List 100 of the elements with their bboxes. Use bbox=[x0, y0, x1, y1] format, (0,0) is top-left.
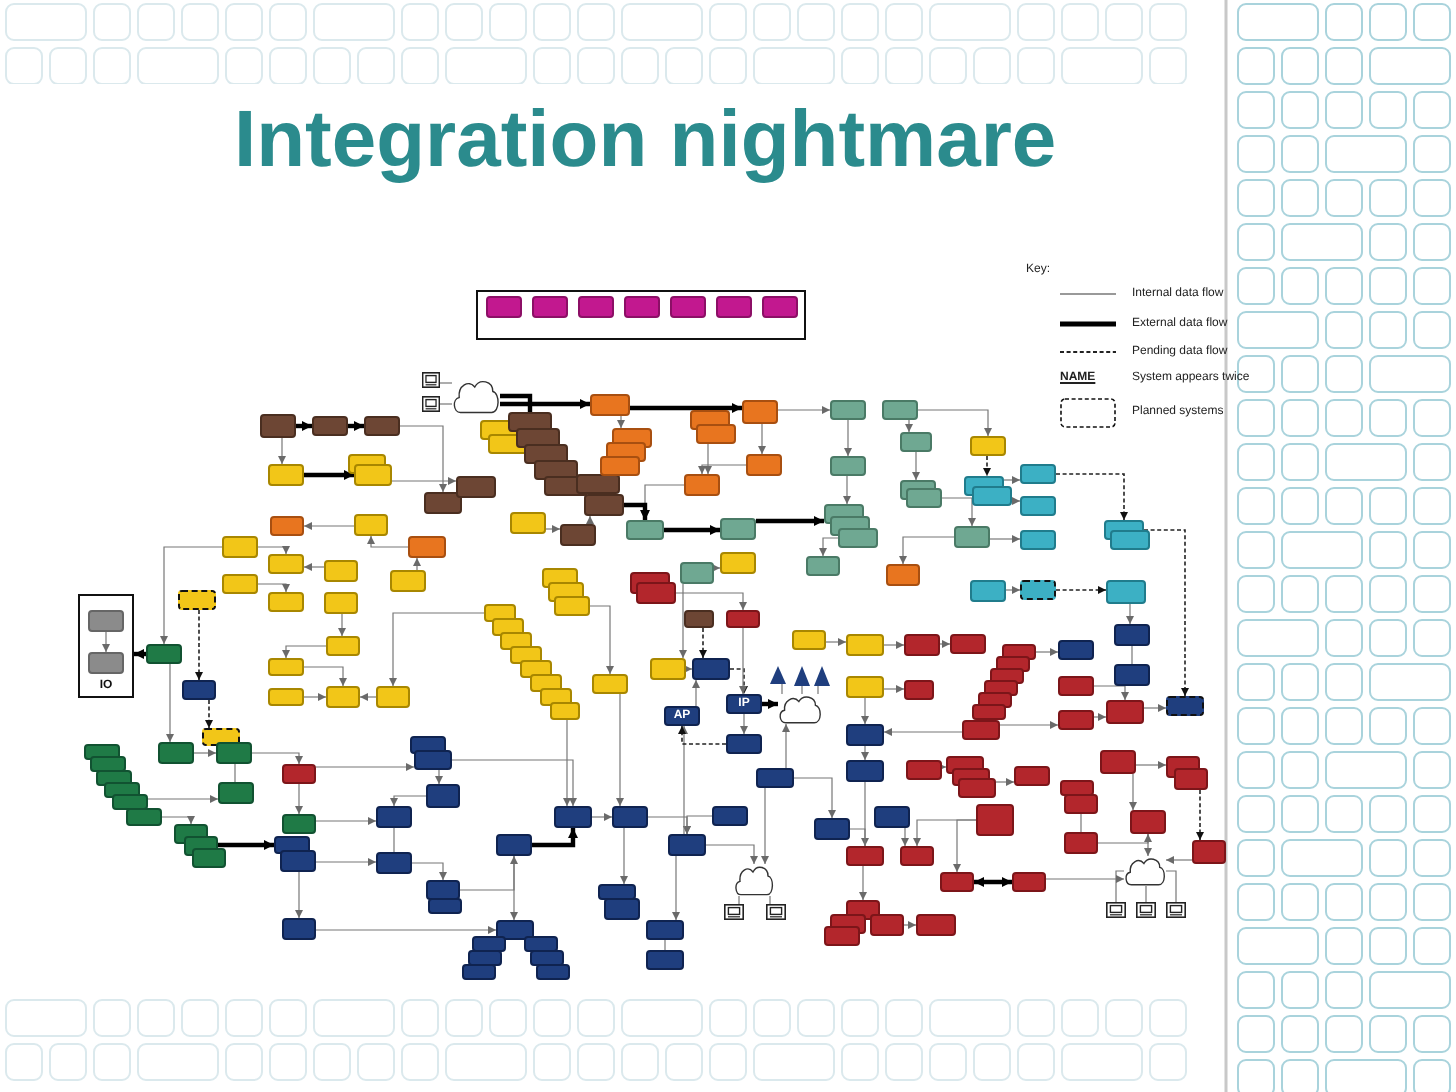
system-box bbox=[376, 686, 410, 708]
system-box bbox=[906, 760, 942, 780]
system-box bbox=[426, 784, 460, 808]
system-box bbox=[904, 634, 940, 656]
system-box bbox=[900, 846, 934, 866]
terminal-symbol bbox=[1136, 902, 1156, 918]
connector-arrow bbox=[699, 627, 707, 659]
connector-arrow bbox=[1196, 789, 1204, 841]
connector-arrow bbox=[883, 728, 963, 736]
terminal-symbol bbox=[422, 372, 440, 388]
system-box bbox=[762, 296, 799, 319]
system-box bbox=[954, 526, 990, 548]
system-box bbox=[268, 658, 304, 676]
connector-line bbox=[1080, 813, 1082, 833]
connector-arrow bbox=[617, 415, 625, 429]
system-box bbox=[354, 514, 388, 536]
connector-arrow bbox=[586, 515, 594, 525]
connector-line bbox=[393, 827, 395, 853]
connector-arrow bbox=[917, 409, 992, 437]
antenna-symbol bbox=[814, 666, 830, 686]
connector-arrow bbox=[1045, 875, 1125, 883]
system-box bbox=[846, 846, 884, 866]
connector-arrow bbox=[1003, 476, 1021, 484]
connector-line bbox=[769, 895, 771, 905]
system-box bbox=[326, 686, 360, 708]
connector-arrow bbox=[338, 613, 346, 637]
system-box bbox=[684, 610, 714, 628]
connector-arrow bbox=[1093, 713, 1107, 721]
system-box bbox=[496, 834, 532, 856]
connector-arrow bbox=[1011, 497, 1021, 505]
system-box bbox=[904, 680, 934, 700]
system-box bbox=[496, 920, 534, 940]
connector-arrow bbox=[390, 795, 427, 807]
connector-arrow bbox=[348, 421, 364, 431]
group-frame bbox=[78, 594, 134, 698]
connector-arrow bbox=[939, 640, 951, 648]
connector-arrow bbox=[1129, 773, 1137, 811]
connector-line bbox=[738, 895, 740, 905]
connector-arrow bbox=[705, 844, 758, 865]
antenna-symbol bbox=[770, 666, 786, 684]
connector-arrow bbox=[359, 693, 377, 701]
connector-arrow bbox=[941, 497, 976, 527]
connector-arrow bbox=[680, 725, 688, 835]
system-box bbox=[882, 400, 918, 420]
system-box bbox=[712, 806, 748, 826]
system-box bbox=[846, 724, 884, 746]
system-box bbox=[612, 806, 648, 828]
system-box bbox=[354, 464, 392, 486]
system-box bbox=[720, 518, 756, 540]
connector-arrow bbox=[729, 668, 748, 695]
system-box bbox=[906, 488, 942, 508]
system-box bbox=[576, 474, 620, 494]
system-box bbox=[216, 742, 252, 764]
terminal-symbol bbox=[1166, 902, 1186, 918]
system-box bbox=[364, 416, 400, 436]
system-box bbox=[830, 456, 866, 476]
system-box bbox=[970, 580, 1006, 602]
system-box bbox=[650, 658, 686, 680]
system-box bbox=[1020, 530, 1056, 550]
system-box bbox=[646, 920, 684, 940]
connector-arrow bbox=[1035, 648, 1059, 656]
terminal-symbol bbox=[1106, 902, 1126, 918]
connector-arrow bbox=[435, 769, 443, 785]
system-box bbox=[1166, 696, 1204, 716]
system-box bbox=[260, 414, 296, 438]
connector-line bbox=[234, 763, 236, 783]
connector-arrow bbox=[912, 451, 920, 481]
system-box bbox=[664, 706, 700, 726]
connector-arrow bbox=[391, 477, 457, 485]
system-box bbox=[282, 764, 316, 784]
system-box bbox=[530, 950, 564, 966]
connector-arrow bbox=[843, 475, 851, 505]
system-box bbox=[1064, 794, 1098, 814]
system-box bbox=[282, 918, 316, 940]
connector-arrow bbox=[883, 641, 905, 649]
system-box bbox=[90, 756, 126, 772]
system-box bbox=[1106, 700, 1144, 724]
system-box bbox=[962, 720, 1000, 740]
connector-arrow bbox=[672, 855, 680, 921]
connector-arrow bbox=[861, 781, 869, 847]
system-box bbox=[424, 492, 462, 514]
connector-arrow bbox=[295, 783, 303, 815]
system-box bbox=[680, 562, 714, 584]
system-box bbox=[1174, 768, 1208, 790]
system-box bbox=[824, 926, 860, 946]
connector-arrow bbox=[825, 638, 847, 646]
system-box bbox=[716, 296, 753, 319]
connector-arrow bbox=[630, 403, 742, 413]
system-box bbox=[88, 610, 125, 633]
connector-arrow bbox=[899, 536, 955, 565]
system-box bbox=[1014, 766, 1050, 786]
system-box bbox=[584, 494, 624, 516]
system-box bbox=[158, 742, 194, 764]
network-cloud bbox=[778, 694, 822, 724]
connector-arrow bbox=[983, 455, 991, 477]
connector-arrow bbox=[459, 855, 518, 891]
connector-arrow bbox=[861, 697, 869, 725]
system-box bbox=[192, 848, 226, 868]
system-box bbox=[178, 590, 216, 610]
connector-line bbox=[500, 393, 533, 412]
